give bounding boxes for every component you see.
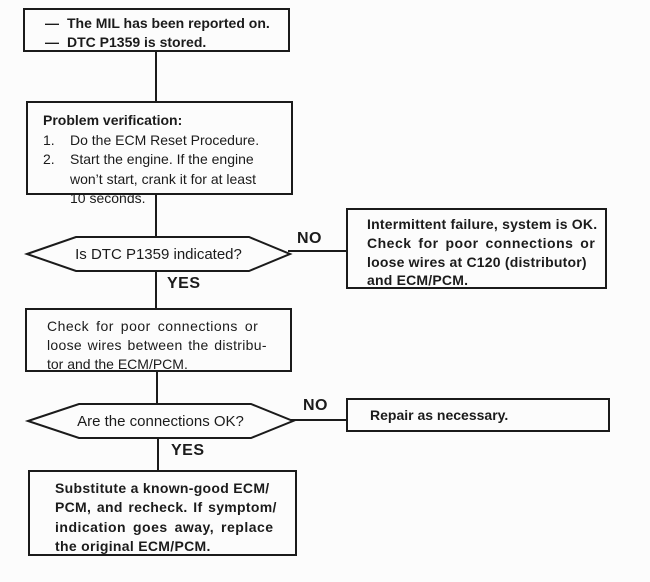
verification-step-1: 1. Do the ECM Reset Procedure. — [43, 131, 287, 151]
node-intermittent-failure: Intermittent failure, system is OK. Chec… — [346, 208, 607, 289]
text-line: and ECM/PCM. — [367, 272, 469, 289]
node-problem-verification: Problem verification: 1. Do the ECM Rese… — [26, 101, 293, 206]
decision-dtc-question: Is DTC P1359 indicated? — [75, 245, 242, 263]
text-line: Repair as necessary. — [370, 406, 509, 423]
decision-dtc-shape — [23, 236, 293, 272]
text-line: Substitute a known-good ECM/ — [55, 480, 270, 496]
branch-label-yes-1: YES — [167, 275, 201, 292]
node-check-wires: Check for poor connections or loose wire… — [25, 308, 292, 372]
verification-heading: Problem verification: — [43, 112, 183, 128]
text-line: PCM, and recheck. If symptom/ — [55, 499, 277, 516]
branch-label-no-1: NO — [297, 230, 322, 247]
text-line: Start the engine. If the engine — [70, 151, 254, 167]
step-number: 2. — [43, 151, 55, 167]
text-line: indication goes away, replace — [55, 518, 274, 535]
node-start: — The MIL has been reported on. — DTC P1… — [23, 8, 290, 52]
text-line: 10 seconds. — [70, 190, 146, 206]
text-line: Check for poor connections or — [367, 234, 596, 251]
text-line: tor and the ECM/PCM. — [47, 356, 188, 372]
text-line: The MIL has been reported on. — [67, 15, 270, 31]
text-line: Check for poor connections or — [47, 318, 259, 334]
text-line: DTC P1359 is stored. — [67, 34, 207, 50]
dash-bullet: — — [45, 15, 59, 31]
text-line: the original ECM/PCM. — [55, 537, 211, 554]
dash-bullet: — — [45, 34, 59, 50]
text-line: loose wires between the distribu- — [47, 337, 267, 353]
node-substitute-ecm: Substitute a known-good ECM/ PCM, and re… — [28, 470, 297, 556]
text-line: won’t start, crank it for at least — [70, 170, 256, 187]
start-line-2: — DTC P1359 is stored. — [45, 33, 284, 52]
text-line: loose wires at C120 (distributor) — [367, 253, 587, 270]
step-number: 1. — [43, 131, 55, 148]
decision-connections-question: Are the connections OK? — [77, 412, 244, 430]
verification-step-2: 2. Start the engine. If the engine won’t… — [43, 150, 287, 209]
decision-connections-shape — [24, 403, 296, 439]
branch-label-yes-2: YES — [171, 442, 205, 459]
text-line: Intermittent failure, system is OK. — [367, 216, 598, 232]
node-repair: Repair as necessary. — [346, 398, 610, 432]
text-line: Do the ECM Reset Procedure. — [70, 131, 260, 148]
branch-label-no-2: NO — [303, 397, 328, 414]
start-line-1: — The MIL has been reported on. — [45, 14, 284, 33]
